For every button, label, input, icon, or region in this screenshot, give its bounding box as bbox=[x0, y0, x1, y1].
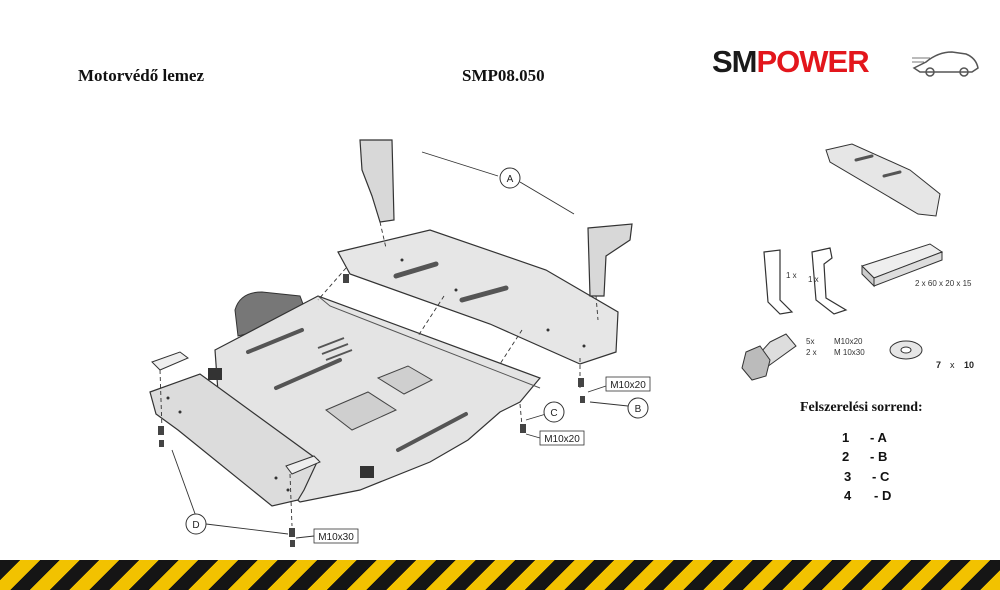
order-step-letter: - B bbox=[870, 449, 888, 464]
washer-size: 10 bbox=[964, 360, 974, 370]
exploded-view-diagram: A B C D M10x20 M10x20 M10x30 1 x 1 x 2 x… bbox=[149, 139, 974, 547]
svg-text:D: D bbox=[192, 520, 199, 531]
left-bracket bbox=[359, 139, 395, 223]
smpower-logo: SMPOWER bbox=[712, 40, 982, 90]
bolt-qty-1: 5x bbox=[806, 337, 814, 346]
spacer-block bbox=[285, 455, 321, 475]
part-spacer bbox=[873, 251, 943, 287]
order-step-number: 1 bbox=[842, 430, 850, 445]
part-rear-plate bbox=[825, 143, 941, 217]
order-step-number: 2 bbox=[842, 449, 850, 464]
bolt-label: M10x20 bbox=[539, 430, 585, 446]
callout-a: A bbox=[499, 167, 521, 189]
hazard-stripe-footer bbox=[0, 560, 1000, 590]
callout-b: B bbox=[627, 397, 649, 419]
product-code: SMP08.050 bbox=[462, 66, 545, 85]
bracket-qty-left: 1 x bbox=[786, 271, 797, 280]
order-step-number: 4 bbox=[844, 488, 852, 503]
bolt-size-1: M10x20 bbox=[834, 337, 863, 346]
bolt-qty-2: 2 x bbox=[806, 348, 817, 357]
logo-text-power: POWER bbox=[756, 44, 870, 79]
installation-order-title: Felszerelési sorrend: bbox=[800, 400, 923, 415]
svg-text:B: B bbox=[635, 404, 642, 415]
right-bracket bbox=[587, 223, 633, 297]
part-bracket-right bbox=[811, 247, 848, 315]
order-step-number: 3 bbox=[844, 469, 852, 484]
bolt-label: M10x30 bbox=[313, 528, 359, 544]
part-bracket-left bbox=[763, 249, 794, 315]
svg-text:M10x20: M10x20 bbox=[544, 434, 580, 445]
svg-text:M10x20: M10x20 bbox=[610, 380, 646, 391]
washer-qty: 7 bbox=[936, 360, 941, 370]
logo-text-sm: SM bbox=[712, 44, 757, 79]
order-step-letter: - D bbox=[874, 488, 892, 503]
order-step-letter: - A bbox=[870, 430, 887, 445]
spacer-block bbox=[151, 351, 189, 371]
document-title: Motorvédő lemez bbox=[78, 66, 205, 85]
washer-x: x bbox=[950, 360, 955, 370]
svg-text:A: A bbox=[507, 174, 514, 185]
callout-d: D bbox=[185, 513, 207, 535]
svg-text:M10x30: M10x30 bbox=[318, 532, 354, 543]
order-step-letter: - C bbox=[872, 469, 890, 484]
car-silhouette-icon bbox=[912, 51, 979, 77]
spacer-spec: 2 x 60 x 20 x 15 bbox=[915, 279, 972, 288]
callout-c: C bbox=[543, 401, 565, 423]
bolt-size-2: M 10x30 bbox=[834, 348, 865, 357]
bracket-qty-right: 1 x bbox=[808, 275, 819, 284]
bolt-label: M10x20 bbox=[605, 376, 651, 392]
front-strip-plate bbox=[149, 373, 319, 507]
svg-text:C: C bbox=[550, 408, 557, 419]
